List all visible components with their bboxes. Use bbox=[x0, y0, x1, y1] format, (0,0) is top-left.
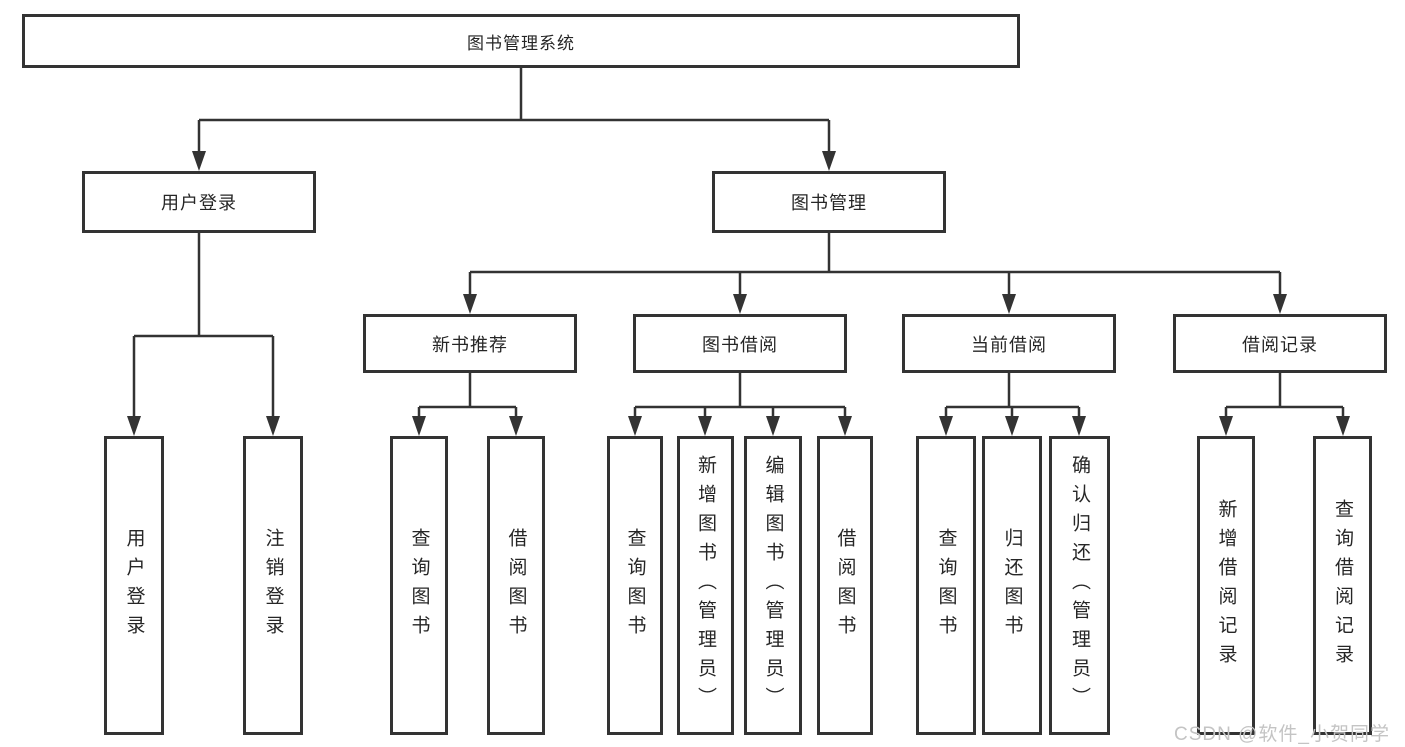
arrow-down-icon bbox=[1273, 294, 1287, 314]
connector-book-borrow-group bbox=[633, 373, 847, 418]
connector-borrow-records-group bbox=[1224, 373, 1345, 418]
arrow-down-icon bbox=[1005, 416, 1019, 436]
arrow-down-icon bbox=[127, 416, 141, 436]
leaf-label: 编辑图书（管理员） bbox=[762, 455, 784, 716]
arrow-down-icon bbox=[192, 151, 206, 171]
leaf-add-books-admin: 新增图书（管理员） bbox=[677, 436, 734, 735]
arrow-down-icon bbox=[733, 294, 747, 314]
leaf-label: 借阅图书 bbox=[505, 527, 527, 644]
leaf-confirm-return-admin: 确认归还（管理员） bbox=[1049, 436, 1110, 735]
leaf-add-borrow-record: 新增借阅记录 bbox=[1197, 436, 1255, 735]
node-book-borrowing: 图书借阅 bbox=[633, 314, 847, 373]
node-book-management: 图书管理 bbox=[712, 171, 946, 233]
arrow-down-icon bbox=[1336, 416, 1350, 436]
leaf-label: 注销登录 bbox=[262, 527, 284, 644]
leaf-label: 查询图书 bbox=[408, 527, 430, 644]
leaf-label: 归还图书 bbox=[1001, 527, 1023, 644]
leaf-borrow-books-2: 借阅图书 bbox=[817, 436, 873, 735]
arrow-down-icon bbox=[1002, 294, 1016, 314]
arrow-down-icon bbox=[698, 416, 712, 436]
leaf-label: 查询借阅记录 bbox=[1332, 498, 1353, 673]
node-user-login: 用户登录 bbox=[82, 171, 316, 233]
leaf-label: 查询图书 bbox=[624, 527, 646, 644]
connector-user-login-group bbox=[132, 233, 275, 418]
node-label: 借阅记录 bbox=[1242, 334, 1318, 355]
arrow-down-icon bbox=[463, 294, 477, 314]
connector-book-mgmt-to-level3 bbox=[468, 233, 1282, 296]
node-label: 图书管理系统 bbox=[467, 33, 575, 53]
node-label: 图书借阅 bbox=[702, 334, 778, 355]
leaf-borrow-books-1: 借阅图书 bbox=[487, 436, 545, 735]
node-label: 当前借阅 bbox=[971, 334, 1047, 355]
leaf-label: 新增图书（管理员） bbox=[695, 455, 716, 716]
leaf-logout: 注销登录 bbox=[243, 436, 303, 735]
arrow-down-icon bbox=[509, 416, 523, 436]
leaf-label: 用户登录 bbox=[123, 527, 145, 644]
node-label: 新书推荐 bbox=[432, 334, 508, 355]
leaf-query-books-1: 查询图书 bbox=[390, 436, 448, 735]
connector-current-borrow-group bbox=[944, 373, 1081, 418]
arrow-down-icon bbox=[766, 416, 780, 436]
leaf-edit-books-admin: 编辑图书（管理员） bbox=[744, 436, 802, 735]
leaf-return-books: 归还图书 bbox=[982, 436, 1042, 735]
connector-new-book-group bbox=[417, 373, 518, 418]
arrow-down-icon bbox=[822, 151, 836, 171]
leaf-query-books-2: 查询图书 bbox=[607, 436, 663, 735]
arrow-down-icon bbox=[939, 416, 953, 436]
node-new-book-recommendation: 新书推荐 bbox=[363, 314, 577, 373]
watermark: CSDN @软件_小贺同学 bbox=[1174, 724, 1390, 745]
leaf-label: 新增借阅记录 bbox=[1215, 498, 1237, 673]
leaf-query-borrow-record: 查询借阅记录 bbox=[1313, 436, 1372, 735]
leaf-label: 查询图书 bbox=[935, 527, 957, 644]
leaf-label: 确认归还（管理员） bbox=[1069, 455, 1090, 716]
node-label: 用户登录 bbox=[161, 193, 237, 213]
arrow-down-icon bbox=[1072, 416, 1086, 436]
arrow-down-icon bbox=[412, 416, 426, 436]
node-root-system: 图书管理系统 bbox=[22, 14, 1020, 68]
arrow-down-icon bbox=[838, 416, 852, 436]
arrow-down-icon bbox=[266, 416, 280, 436]
node-current-borrowing: 当前借阅 bbox=[902, 314, 1116, 373]
connector-root-to-level2 bbox=[197, 68, 831, 153]
leaf-query-books-3: 查询图书 bbox=[916, 436, 976, 735]
leaf-user-login: 用户登录 bbox=[104, 436, 164, 735]
node-label: 图书管理 bbox=[791, 193, 867, 213]
arrow-down-icon bbox=[628, 416, 642, 436]
arrow-down-icon bbox=[1219, 416, 1233, 436]
leaf-label: 借阅图书 bbox=[834, 527, 856, 644]
node-borrowing-records: 借阅记录 bbox=[1173, 314, 1387, 373]
